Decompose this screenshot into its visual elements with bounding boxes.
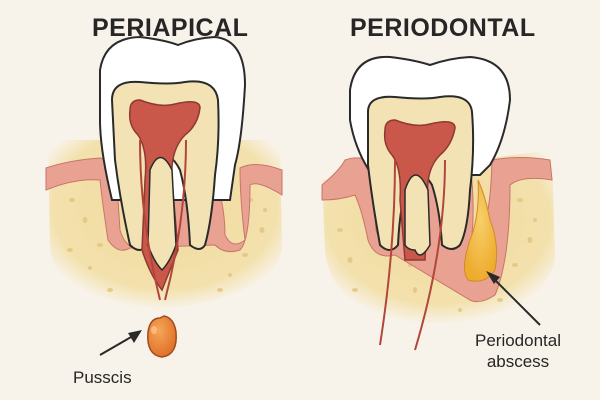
pointer-arrow-right [489, 274, 541, 326]
periapical-title: PERIAPICAL [92, 14, 249, 42]
root-interior-left [147, 156, 177, 272]
bone-pores-right [337, 198, 537, 312]
pus-label: Pusscis [73, 368, 132, 387]
periodontal-title: PERIODONTAL [350, 14, 536, 42]
root-interior-right [404, 174, 431, 256]
abscess-label-line1: Periodontal [474, 331, 561, 350]
abscess-label: Periodontal abscess [459, 330, 577, 372]
abscess-label-line2: abscess [486, 352, 550, 371]
root-canals-left [139, 139, 187, 301]
periodontal-diagram [321, 55, 555, 351]
periapical-diagram [45, 35, 283, 358]
pus-sac [147, 315, 177, 358]
periodontal-abscess [464, 179, 498, 282]
root-canals-right [379, 159, 446, 351]
